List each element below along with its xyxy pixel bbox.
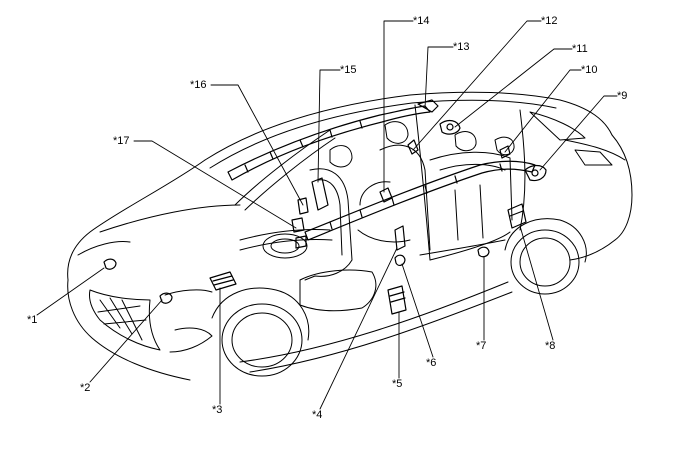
callout-2: *2 <box>80 382 91 394</box>
callout-17: *17 <box>113 135 130 147</box>
interior-outline <box>239 121 515 312</box>
callout-5: *5 <box>392 378 403 390</box>
callout-11: *11 <box>572 43 588 55</box>
callout-12: *12 <box>541 15 558 27</box>
callout-4: *4 <box>312 409 323 421</box>
callout-7: *7 <box>476 340 487 352</box>
callout-14: *14 <box>413 15 430 27</box>
car-body-outline <box>67 91 633 381</box>
airbag-components <box>103 99 547 315</box>
callout-16: *16 <box>190 79 207 91</box>
callout-15: *15 <box>340 64 357 76</box>
leader-lines <box>36 20 618 410</box>
callout-9: *9 <box>617 90 628 102</box>
callout-8: *8 <box>545 340 556 352</box>
callout-13: *13 <box>453 41 470 53</box>
callout-1: *1 <box>27 314 38 326</box>
callout-10: *10 <box>581 64 598 76</box>
curtain-airbag-lh <box>227 105 431 181</box>
callout-3: *3 <box>212 404 223 416</box>
callout-6: *6 <box>426 357 437 369</box>
